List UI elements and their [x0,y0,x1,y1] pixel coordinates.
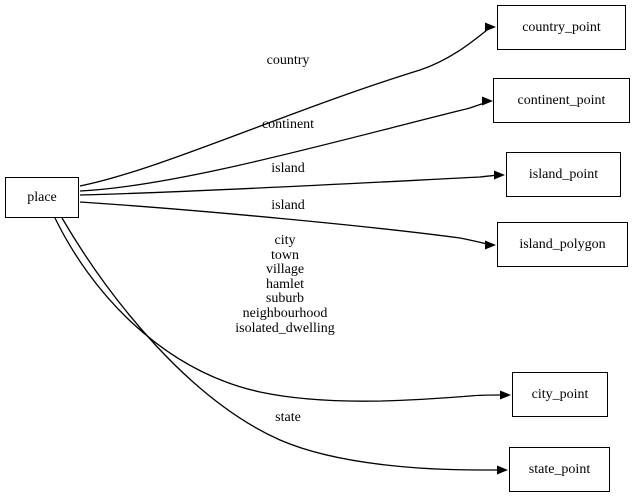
graph-edge [79,22,496,187]
edge-label-city: city town village hamlet suburb neighbou… [235,233,335,336]
node-label: continent_point [517,92,606,108]
graph-node-city_point[interactable]: city_point [512,372,608,417]
edge-arrowhead-icon [485,22,496,32]
edge-line [79,102,486,192]
graph-edge [61,217,508,475]
edge-line [54,217,501,402]
graph-edge [79,170,505,196]
graph-node-continent_point[interactable]: continent_point [493,78,630,123]
edge-label-island-polygon: island [271,198,305,213]
graph-edge [79,201,496,250]
edge-label-country: country [266,53,310,68]
edge-label-state: state [275,410,301,425]
graph-node-country_point[interactable]: country_point [497,5,626,50]
node-label: country_point [522,19,601,35]
node-label: island_polygon [519,236,606,252]
edge-arrowhead-icon [494,170,505,180]
edge-line [61,217,498,471]
graph-node-island_polygon[interactable]: island_polygon [497,222,628,267]
edge-line [79,29,488,187]
node-label: place [27,189,57,205]
graph-edge [54,217,511,402]
edge-label-continent: continent [261,117,315,132]
edge-line [79,174,498,196]
graph-edge [79,96,493,192]
graph-node-state_point[interactable]: state_point [509,447,610,492]
edge-arrowhead-icon [482,96,493,106]
graph-node-island_point[interactable]: island_point [506,152,621,197]
node-label: state_point [528,461,591,477]
edge-arrowhead-icon [485,240,496,250]
edge-label-island-point: island [271,161,305,176]
node-label: city_point [531,386,589,402]
node-label: island_point [528,166,599,182]
edge-arrowhead-icon [500,390,511,400]
edge-arrowhead-icon [497,465,508,475]
edge-line [79,201,488,245]
graph-node-place[interactable]: place [5,177,79,218]
